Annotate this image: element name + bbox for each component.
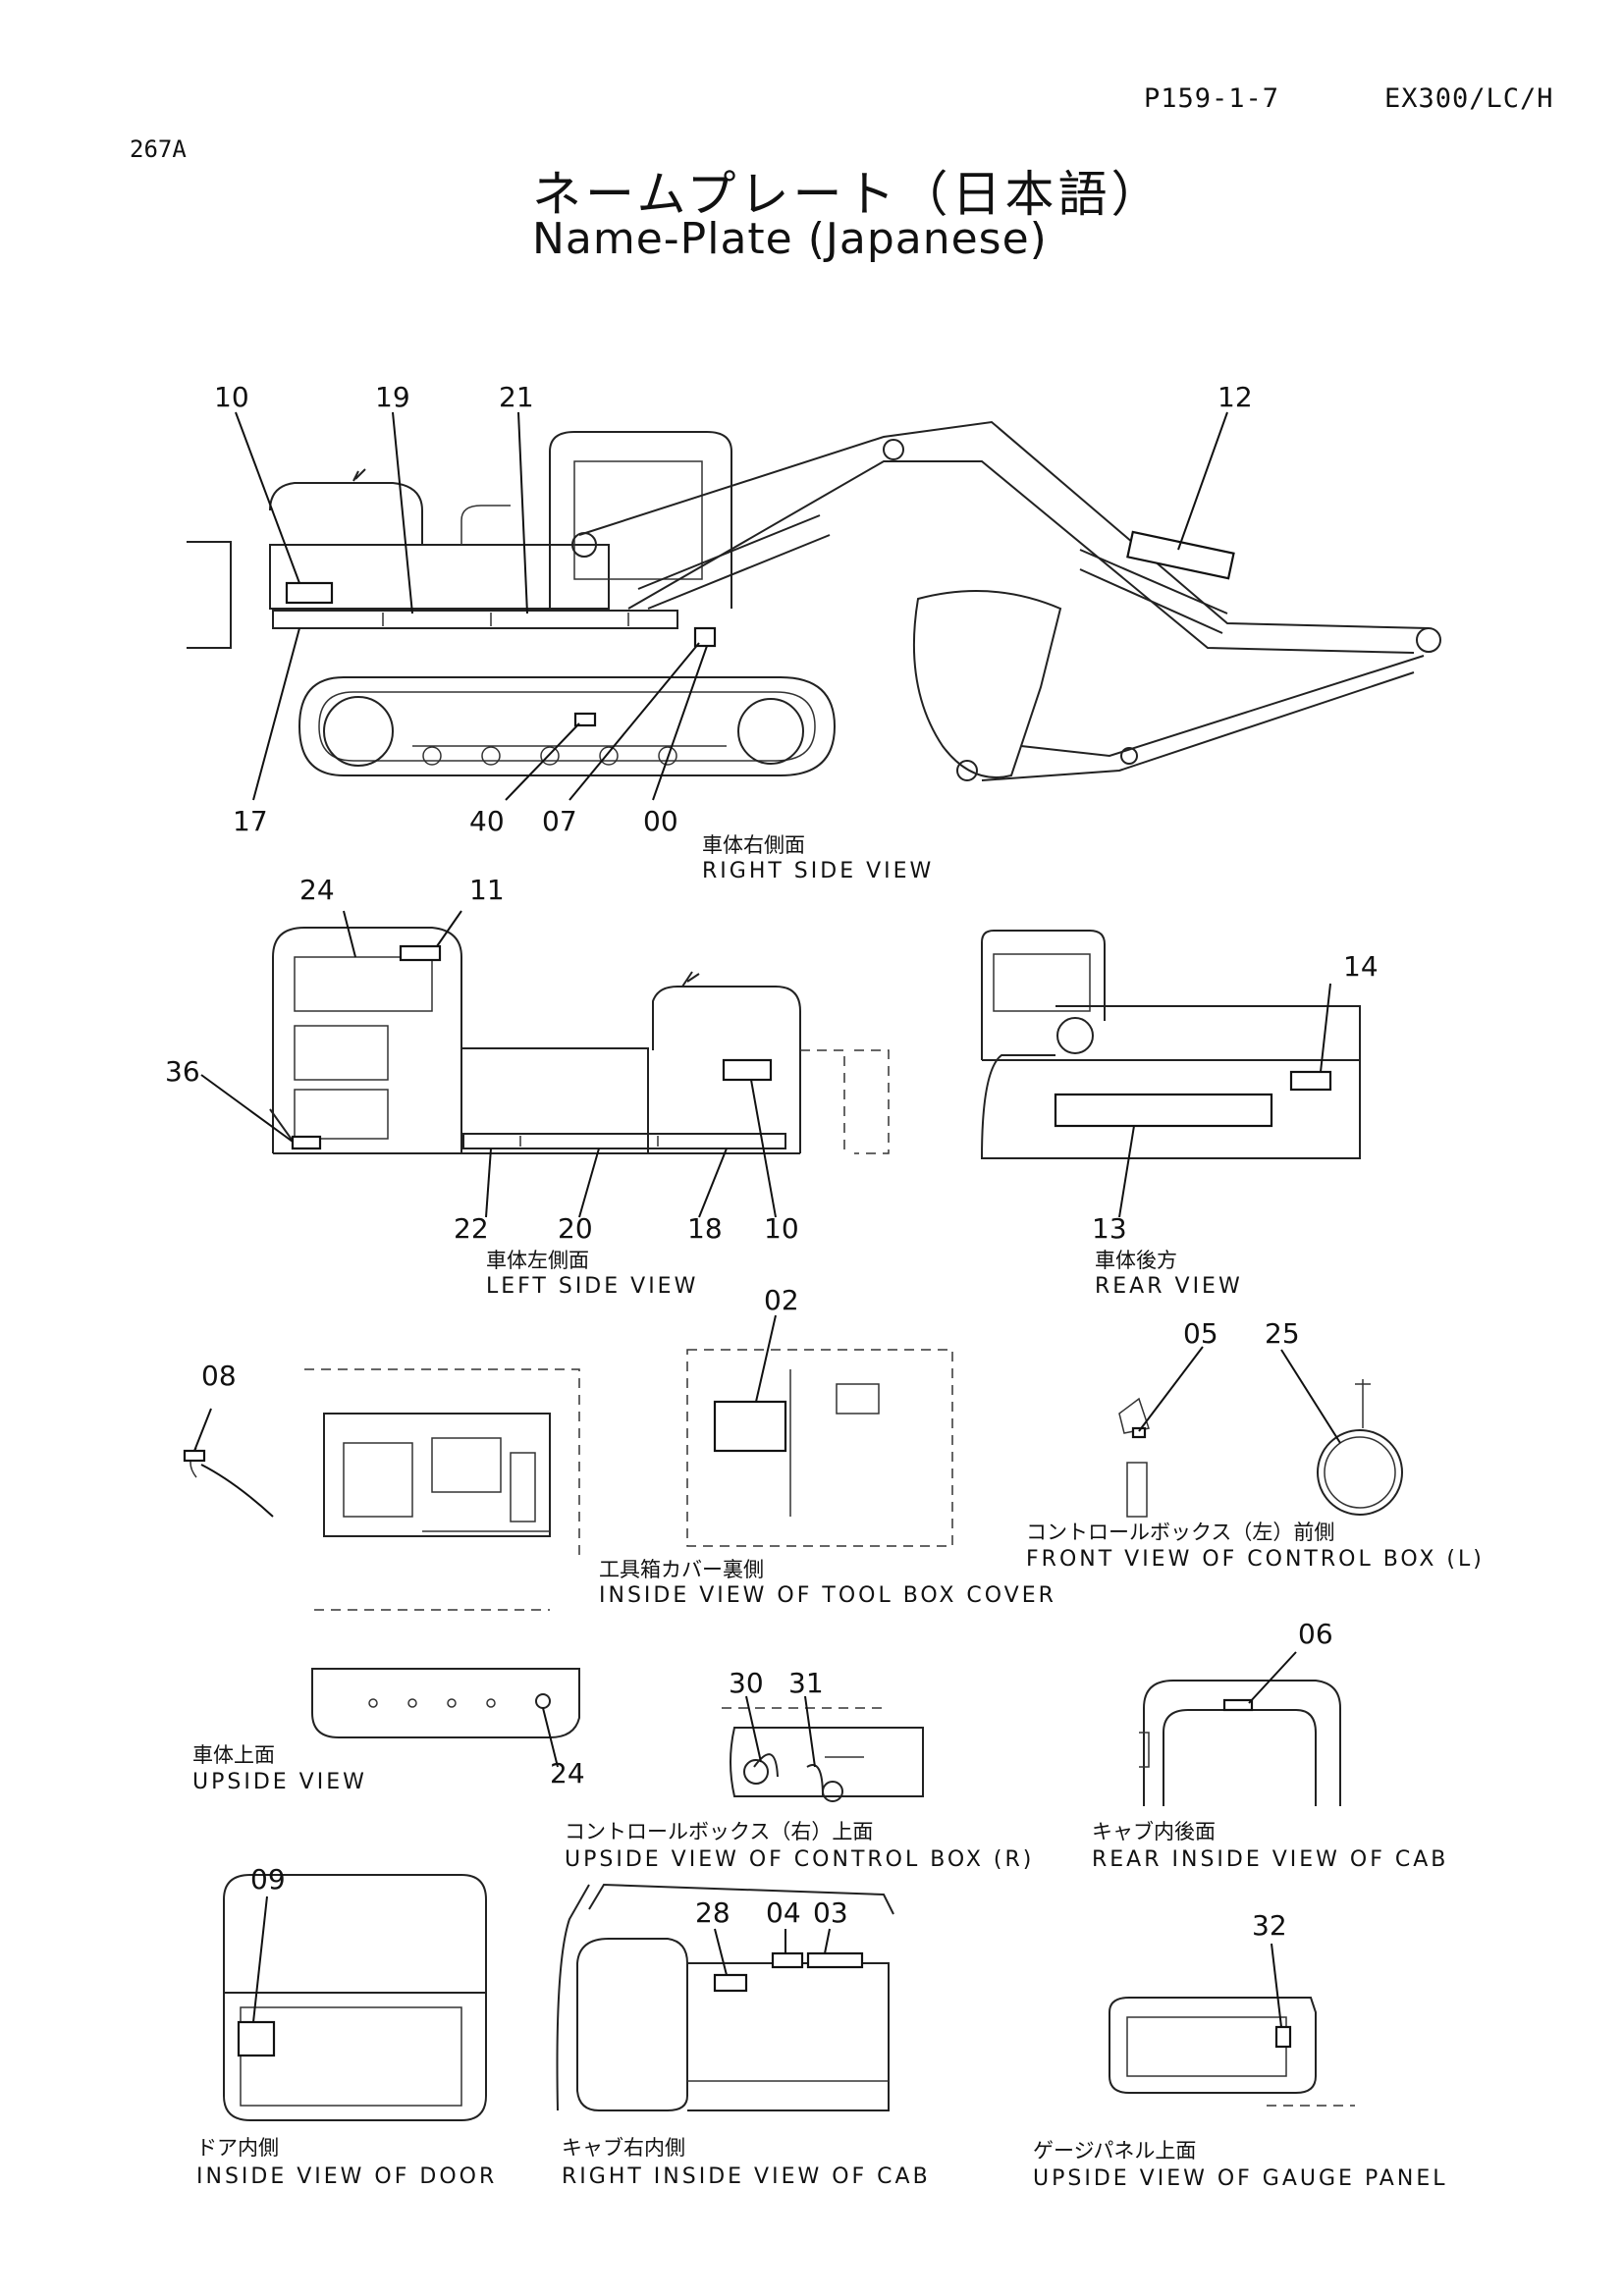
inside-door-caption-ja: ドア内側 xyxy=(196,2136,279,2160)
callout-32: 32 xyxy=(1252,1909,1287,1942)
callout-09: 09 xyxy=(250,1863,286,1896)
tool-box-cover-drawing xyxy=(686,1314,953,1547)
callout-10: 10 xyxy=(214,381,249,413)
rear-view-caption-en: REAR VIEW xyxy=(1095,1274,1243,1299)
right-side-view-drawing xyxy=(187,411,1441,801)
control-box-r-caption-ja: コントロールボックス（右）上面 xyxy=(565,1820,874,1843)
callout-18: 18 xyxy=(687,1212,723,1245)
rear-view-drawing xyxy=(980,930,1361,1218)
rear-inside-cab-caption-ja: キャブ内後面 xyxy=(1092,1820,1216,1843)
callout-30: 30 xyxy=(729,1667,764,1699)
callout-17: 17 xyxy=(233,805,268,837)
section-number: 267A xyxy=(130,135,187,163)
title-japanese: ネームプレート（日本語） xyxy=(532,166,1164,223)
callout-06: 06 xyxy=(1298,1618,1333,1650)
callout-28: 28 xyxy=(695,1896,730,1929)
tool-box-cover-caption-en: INSIDE VIEW OF TOOL BOX COVER xyxy=(599,1583,1056,1608)
callout-07: 07 xyxy=(542,805,577,837)
gauge-panel-drawing xyxy=(1109,1943,1355,2107)
rear-inside-cab-drawing xyxy=(1139,1651,1341,1806)
page-code: P159-1-7 xyxy=(1144,83,1280,114)
upside-view-caption-ja: 車体上面 xyxy=(192,1743,275,1767)
right-inside-cab-drawing xyxy=(556,1883,894,2111)
left-side-view-caption-ja: 車体左側面 xyxy=(486,1249,589,1272)
inside-door-caption-en: INSIDE VIEW OF DOOR xyxy=(196,2164,498,2189)
control-box-l-caption-ja: コントロールボックス（左）前側 xyxy=(1026,1521,1335,1544)
callout-22: 22 xyxy=(454,1212,489,1245)
callout-04: 04 xyxy=(766,1896,801,1929)
callout-36: 36 xyxy=(165,1055,200,1088)
upside-view-drawing xyxy=(183,1368,580,1768)
right-side-view-caption-ja: 車体右側面 xyxy=(702,833,805,857)
right-inside-cab-caption-ja: キャブ右内側 xyxy=(562,2136,685,2160)
callout-21: 21 xyxy=(499,381,534,413)
gauge-panel-caption-en: UPSIDE VIEW OF GAUGE PANEL xyxy=(1033,2166,1448,2191)
rear-inside-cab-caption-en: REAR INSIDE VIEW OF CAB xyxy=(1092,1847,1449,1872)
model-code: EX300/LC/H xyxy=(1384,83,1554,114)
callout-14: 14 xyxy=(1343,950,1379,983)
left-side-view-caption-en: LEFT SIDE VIEW xyxy=(486,1274,699,1299)
callout-13: 13 xyxy=(1092,1212,1127,1245)
inside-door-drawing xyxy=(223,1874,487,2121)
callout-00: 00 xyxy=(643,805,678,837)
callout-03: 03 xyxy=(813,1896,848,1929)
right-inside-cab-caption-en: RIGHT INSIDE VIEW OF CAB xyxy=(562,2164,931,2189)
callout-20: 20 xyxy=(558,1212,593,1245)
callout-40: 40 xyxy=(469,805,505,837)
callout-10-left: 10 xyxy=(764,1212,799,1245)
rear-view-caption-ja: 車体後方 xyxy=(1095,1249,1177,1272)
title-english: Name-Plate (Japanese) xyxy=(532,214,1048,264)
right-side-view-caption-en: RIGHT SIDE VIEW xyxy=(702,859,935,883)
control-box-r-caption-en: UPSIDE VIEW OF CONTROL BOX (R) xyxy=(565,1847,1035,1872)
callout-05: 05 xyxy=(1183,1317,1218,1350)
left-side-view-drawing xyxy=(200,910,890,1218)
callout-11: 11 xyxy=(469,874,505,906)
control-box-l-drawing xyxy=(1118,1346,1403,1518)
callout-02: 02 xyxy=(764,1284,799,1316)
callout-19: 19 xyxy=(375,381,410,413)
upside-view-caption-en: UPSIDE VIEW xyxy=(192,1770,367,1794)
callout-08: 08 xyxy=(201,1360,237,1392)
callout-24-upside: 24 xyxy=(550,1757,585,1789)
control-box-r-drawing xyxy=(722,1695,924,1802)
callout-25: 25 xyxy=(1265,1317,1300,1350)
gauge-panel-caption-ja: ゲージパネル上面 xyxy=(1033,2139,1197,2163)
callout-24-left: 24 xyxy=(299,874,335,906)
callout-12: 12 xyxy=(1217,381,1253,413)
control-box-l-caption-en: FRONT VIEW OF CONTROL BOX (L) xyxy=(1026,1547,1485,1572)
callout-31: 31 xyxy=(788,1667,824,1699)
tool-box-cover-caption-ja: 工具箱カバー裏側 xyxy=(599,1558,764,1581)
